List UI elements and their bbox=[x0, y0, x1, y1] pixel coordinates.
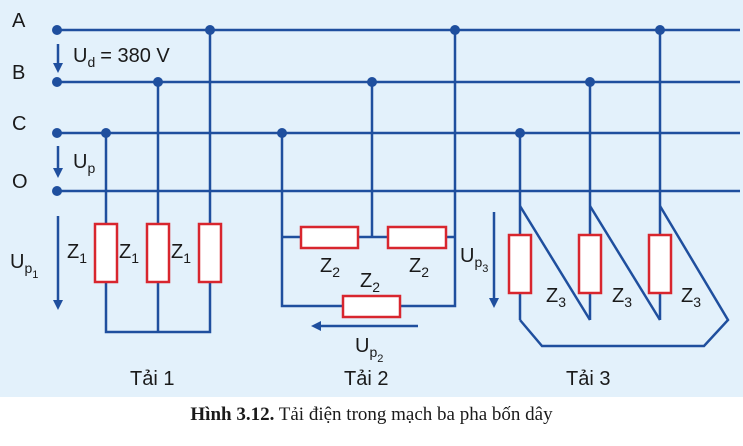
load1-z1-label-2: Z1 bbox=[119, 241, 139, 266]
bus-terminal-c bbox=[52, 128, 62, 138]
load3-title: Tải 3 bbox=[566, 368, 610, 390]
load2-z2-label-1: Z2 bbox=[320, 255, 340, 280]
ud-label: Ud= 380 V bbox=[73, 45, 170, 70]
load2-wiring bbox=[280, 30, 457, 308]
bus-label-c: C bbox=[12, 113, 26, 135]
up-label: Up bbox=[73, 151, 95, 176]
load1-resistor-1 bbox=[93, 222, 119, 284]
load3-wiring bbox=[518, 30, 730, 348]
load2-z2-label-3: Z2 bbox=[360, 270, 380, 295]
load3-node-a bbox=[655, 25, 665, 35]
load3-resistor-1 bbox=[507, 233, 533, 295]
load3-z3-label-1: Z3 bbox=[546, 285, 566, 310]
load1-node-c bbox=[101, 128, 111, 138]
three-phase-circuit-diagram: A B C O Ud= 380 V Up Up1 Z1 Z1 Z1 bbox=[10, 10, 740, 390]
load3-z3-label-2: Z3 bbox=[612, 285, 632, 310]
load3-resistor-2 bbox=[577, 233, 603, 295]
load2-node-c bbox=[277, 128, 287, 138]
load1-z1-label-1: Z1 bbox=[67, 241, 87, 266]
load1-node-b bbox=[153, 77, 163, 87]
load1-resistor-3 bbox=[197, 222, 223, 284]
load2-resistor-2 bbox=[386, 225, 448, 250]
figure-caption: Hình 3.12. Tải điện trong mạch ba pha bố… bbox=[0, 404, 743, 426]
load1-node-a bbox=[205, 25, 215, 35]
load3-node-c bbox=[515, 128, 525, 138]
load1-resistor-2 bbox=[145, 222, 171, 284]
bus-terminal-a bbox=[52, 25, 62, 35]
load2-node-b bbox=[367, 77, 377, 87]
bus-label-b: B bbox=[12, 62, 25, 84]
load2-node-a bbox=[450, 25, 460, 35]
bus-terminal-b bbox=[52, 77, 62, 87]
up2-label: Up2 bbox=[355, 335, 383, 365]
load3-node-b bbox=[585, 77, 595, 87]
bus-label-o: O bbox=[12, 171, 28, 193]
figure-caption-text: Tải điện trong mạch ba pha bốn dây bbox=[278, 404, 553, 425]
load1-wiring bbox=[104, 30, 212, 334]
load2-resistor-1 bbox=[299, 225, 360, 250]
bus-terminal-o bbox=[52, 186, 62, 196]
load2-resistor-3 bbox=[341, 294, 402, 319]
figure-number: Hình 3.12. bbox=[190, 404, 275, 425]
load2-title: Tải 2 bbox=[344, 368, 388, 390]
up1-label: Up1 bbox=[10, 251, 38, 281]
load1-z1-label-3: Z1 bbox=[171, 241, 191, 266]
load3-z3-label-3: Z3 bbox=[681, 285, 701, 310]
load1-title: Tải 1 bbox=[130, 368, 174, 390]
bus-label-a: A bbox=[12, 10, 26, 32]
load2-z2-label-2: Z2 bbox=[409, 255, 429, 280]
load3-resistor-3 bbox=[647, 233, 673, 295]
up3-label: Up3 bbox=[460, 245, 488, 275]
